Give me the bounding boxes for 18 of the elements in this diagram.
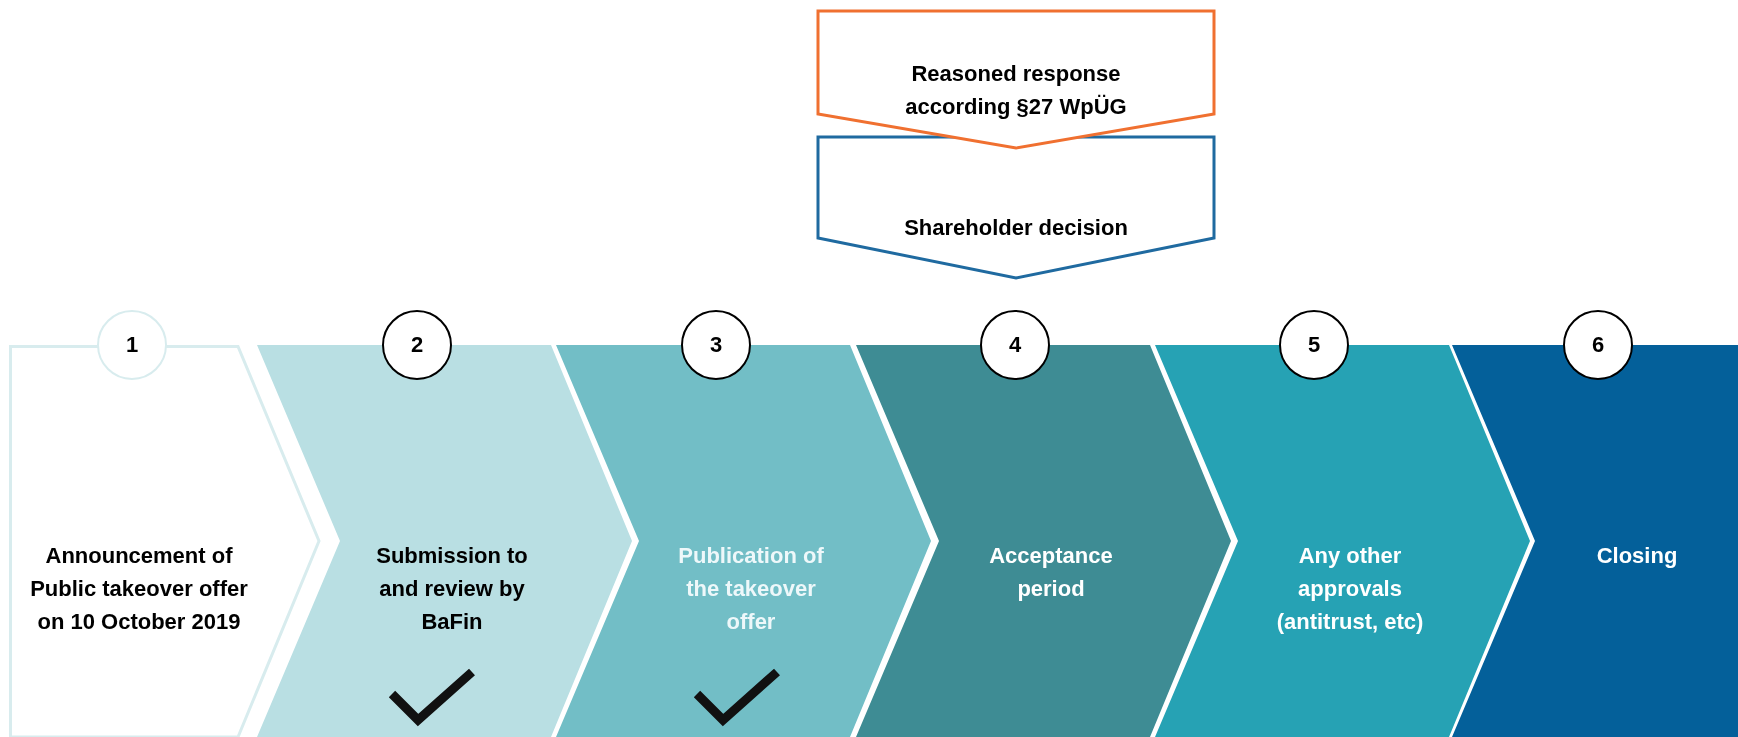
step-number-circle: 1 [97, 310, 167, 380]
box-label: Reasoned response according §27 WpÜG [904, 60, 1128, 121]
checkmark-icon [388, 666, 476, 728]
checkmark-icon [693, 666, 781, 728]
step-number-circle: 2 [382, 310, 452, 380]
step-label: Submission to and review by BaFin [375, 542, 529, 636]
pentagon-arrow-box [816, 135, 1216, 280]
step-label: Any other approvals (antitrust, etc) [1275, 542, 1425, 636]
step-label: Closing [1595, 542, 1679, 570]
step-label: Announcement of Public takeover offer on 10 October 2019 [29, 542, 249, 636]
step-number-circle: 4 [980, 310, 1050, 380]
step-label: Acceptance period [988, 542, 1114, 603]
step-number-circle: 3 [681, 310, 751, 380]
box-label: Shareholder decision [903, 214, 1129, 242]
step-number-circle: 6 [1563, 310, 1633, 380]
pentagon-arrow-box [816, 9, 1216, 150]
step-label: Publication of the takeover offer [677, 542, 825, 636]
step-number-circle: 5 [1279, 310, 1349, 380]
